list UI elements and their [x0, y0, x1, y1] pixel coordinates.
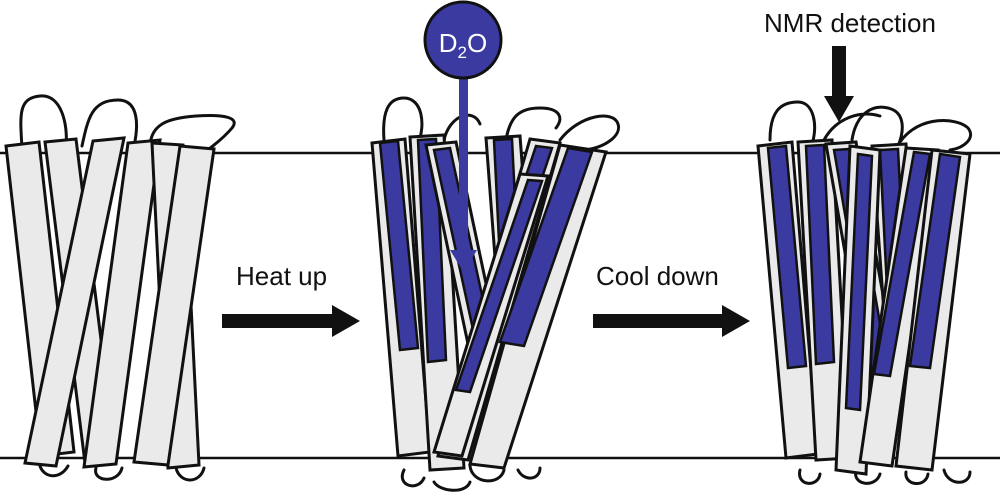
helix-6-labeled	[498, 146, 594, 348]
extracellular-loops	[19, 94, 236, 152]
helix-5-labeled	[844, 152, 874, 412]
helix-6-labeled	[872, 150, 932, 378]
nmr-detection-label: NMR detection	[764, 8, 936, 38]
helix-1-labeled	[766, 144, 808, 370]
helix-4	[82, 138, 162, 469]
helix-7-labeled	[454, 178, 544, 394]
protein-heated	[370, 96, 620, 492]
intracellular-loops	[38, 464, 206, 482]
cool-down-label: Cool down	[596, 261, 719, 291]
intracellular-loops	[400, 464, 542, 492]
helix-2-labeled	[804, 143, 836, 366]
heat-up-label: Heat up	[236, 261, 327, 291]
helix-7-labeled	[908, 152, 962, 370]
heat-up-arrow-icon	[222, 305, 360, 337]
helix-2-labeled	[416, 137, 448, 364]
helix-3	[23, 136, 126, 468]
d2o-stem	[459, 70, 468, 260]
d2o-label: D2O	[439, 28, 487, 62]
extracellular-loops	[768, 100, 973, 152]
helix-6	[132, 144, 216, 467]
d2o-arrowhead-icon	[450, 250, 477, 272]
helix-1-labeled	[378, 139, 420, 352]
protein-initial	[4, 94, 236, 482]
protein-cooled	[756, 100, 973, 485]
nmr-detection-arrow-icon	[824, 46, 854, 122]
intracellular-loops	[798, 468, 972, 485]
d2o-source: D2O	[423, 0, 503, 272]
cool-down-arrow-icon	[593, 305, 750, 337]
d2o-circle	[423, 0, 503, 80]
